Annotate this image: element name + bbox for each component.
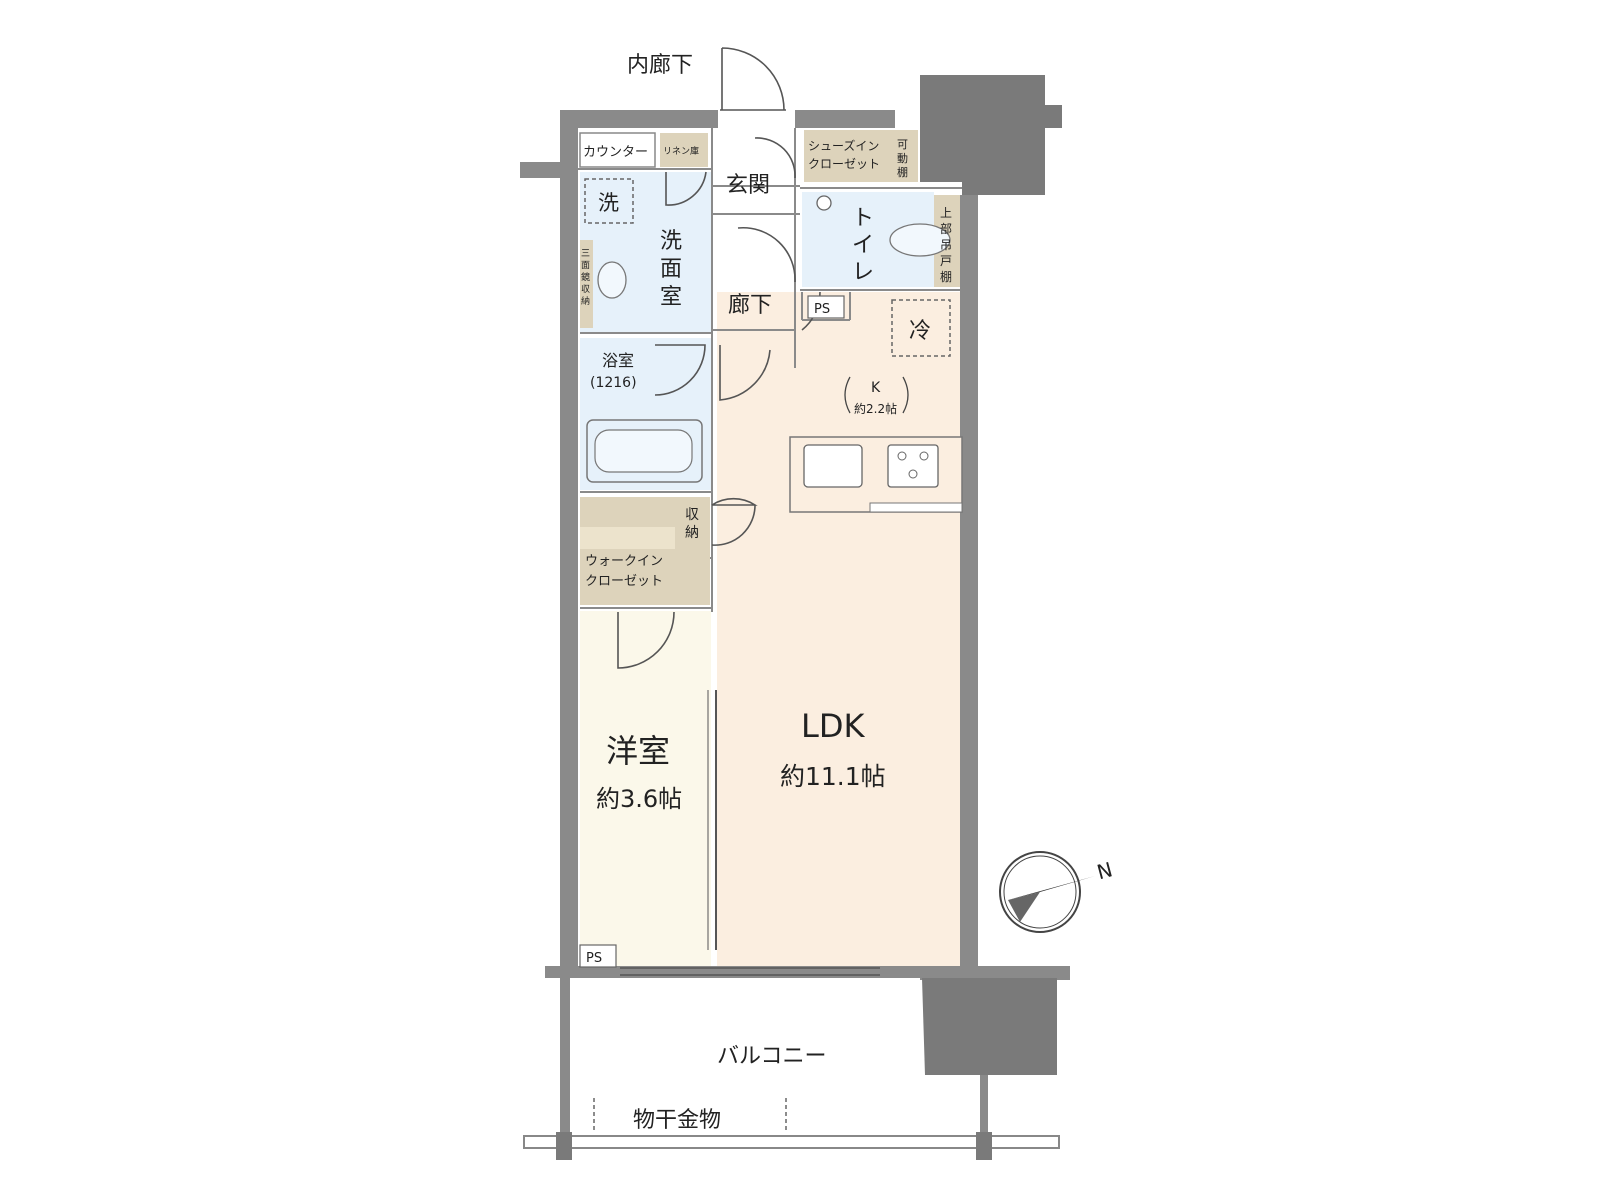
ps-box-lower xyxy=(579,944,617,968)
ldk-label: LDK xyxy=(801,707,865,745)
western-room-size: 約3.6帖 xyxy=(596,785,682,813)
wic-label-1: ウォークイン xyxy=(585,554,663,569)
ps-upper-label: PS xyxy=(814,302,830,317)
shoes-closet-label-1: シューズイン xyxy=(808,138,879,153)
mirror-label-1: 三 xyxy=(581,249,590,259)
toilet-label-3: レ xyxy=(852,260,874,285)
ps-lower-label: PS xyxy=(586,951,602,966)
upper-cabinet-label-1: 上 xyxy=(940,206,952,220)
washer-label: 洗 xyxy=(598,191,619,215)
toilet-label-2: イ xyxy=(852,233,874,258)
upper-cabinet-label-4: 戸 xyxy=(940,254,952,268)
doors xyxy=(617,47,821,669)
counter-area xyxy=(579,132,656,168)
inner-corridor-label: 内廊下 xyxy=(627,53,693,78)
wash-basin xyxy=(597,261,627,299)
ps-box-upper xyxy=(807,295,845,319)
wic-inner-light xyxy=(580,527,675,549)
bath-label-2: (1216) xyxy=(590,375,637,391)
mirror-label-3: 鏡 xyxy=(581,271,590,283)
upper-cabinet-label-2: 部 xyxy=(940,221,952,236)
fixtures xyxy=(579,178,963,1132)
mirror-label-5: 納 xyxy=(581,295,590,307)
kitchen-label-2: 約2.2帖 xyxy=(854,401,897,416)
upper-cabinet-label-3: 吊 xyxy=(940,238,952,252)
drying-rack-label: 物干金物 xyxy=(633,1108,721,1133)
toilet-bowl xyxy=(889,223,951,257)
genkan-label: 玄関 xyxy=(726,173,770,198)
walk-in-closet xyxy=(580,497,710,605)
stove xyxy=(887,444,939,488)
kitchen-sink xyxy=(803,444,863,488)
wic-label-2: クローゼット xyxy=(585,574,663,589)
kitchen-label-1: K xyxy=(871,380,881,396)
washer-space xyxy=(584,178,634,224)
toilet-label-1: ト xyxy=(852,206,874,231)
counter-label: カウンター xyxy=(583,145,648,160)
washroom-label-2: 面 xyxy=(660,257,682,282)
western-room-label: 洋室 xyxy=(606,732,670,770)
fridge-space xyxy=(891,299,951,357)
labels: 内廊下 カウンター リネン庫 シューズイン クローゼット 可 動 棚 洗 玄関 … xyxy=(581,53,1115,1133)
mirror-cabinet xyxy=(580,240,593,328)
walls xyxy=(520,75,1070,1160)
hallway-label: 廊下 xyxy=(728,293,772,318)
storage-label-2: 納 xyxy=(685,525,699,541)
compass-icon xyxy=(999,851,1095,933)
upper-cabinet-label-5: 棚 xyxy=(940,269,952,284)
western-room-floor xyxy=(580,611,711,969)
movable-shelf-3: 棚 xyxy=(897,165,908,179)
movable-shelf-1: 可 xyxy=(897,138,908,151)
washroom-label-3: 室 xyxy=(660,285,682,310)
bath-label-1: 浴室 xyxy=(602,351,634,370)
mirror-label-4: 収 xyxy=(581,283,590,295)
balcony-label: バルコニー xyxy=(717,1044,827,1069)
floor-fills xyxy=(579,130,962,969)
north-label: N xyxy=(1094,857,1115,884)
linen-label: リネン庫 xyxy=(663,145,699,157)
mirror-label-2: 面 xyxy=(581,260,590,271)
ldk-size: 約11.1帖 xyxy=(780,762,886,791)
fridge-label: 冷 xyxy=(909,319,931,344)
linen-closet xyxy=(660,133,708,167)
washroom-label-1: 洗 xyxy=(660,229,682,254)
movable-shelf xyxy=(874,130,918,182)
shoes-closet-label-2: クローゼット xyxy=(808,157,880,171)
storage-label-1: 収 xyxy=(685,507,699,523)
movable-shelf-2: 動 xyxy=(897,151,908,165)
